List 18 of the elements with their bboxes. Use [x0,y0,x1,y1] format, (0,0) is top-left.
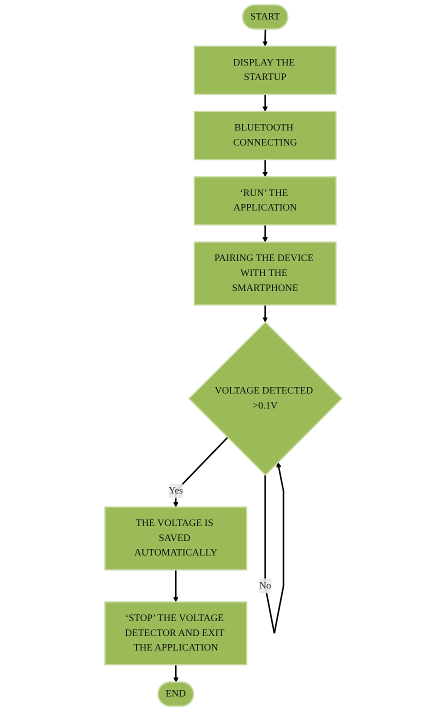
node-box: ‘STOP’ THE VOLTAGE DETECTOR AND EXIT THE APPLICATION [104,601,247,666]
arrow [262,224,268,242]
node-box: BLUETOOTH CONNECTING [193,110,336,160]
arrow [172,570,178,602]
arrow [262,29,268,46]
node-box: THE VOLTAGE IS SAVED AUTOMATICALLY [104,506,247,570]
edge-label: Yes [168,485,183,496]
node-box: DISPLAY THE STARTUP [193,46,336,95]
arrow [172,436,228,508]
arrow [262,304,268,322]
arrow [262,160,268,178]
node-diamond: VOLTAGE DETECTED >0.1V [188,321,342,476]
arrow [172,664,178,683]
arrow [264,462,284,634]
arrow [262,94,268,112]
node-box: PAIRING THE DEVICE WITH THE SMARTPHONE [193,242,336,306]
node-box: ‘RUN’ THE APPLICATION [193,176,336,226]
edge-label: No [258,580,271,591]
